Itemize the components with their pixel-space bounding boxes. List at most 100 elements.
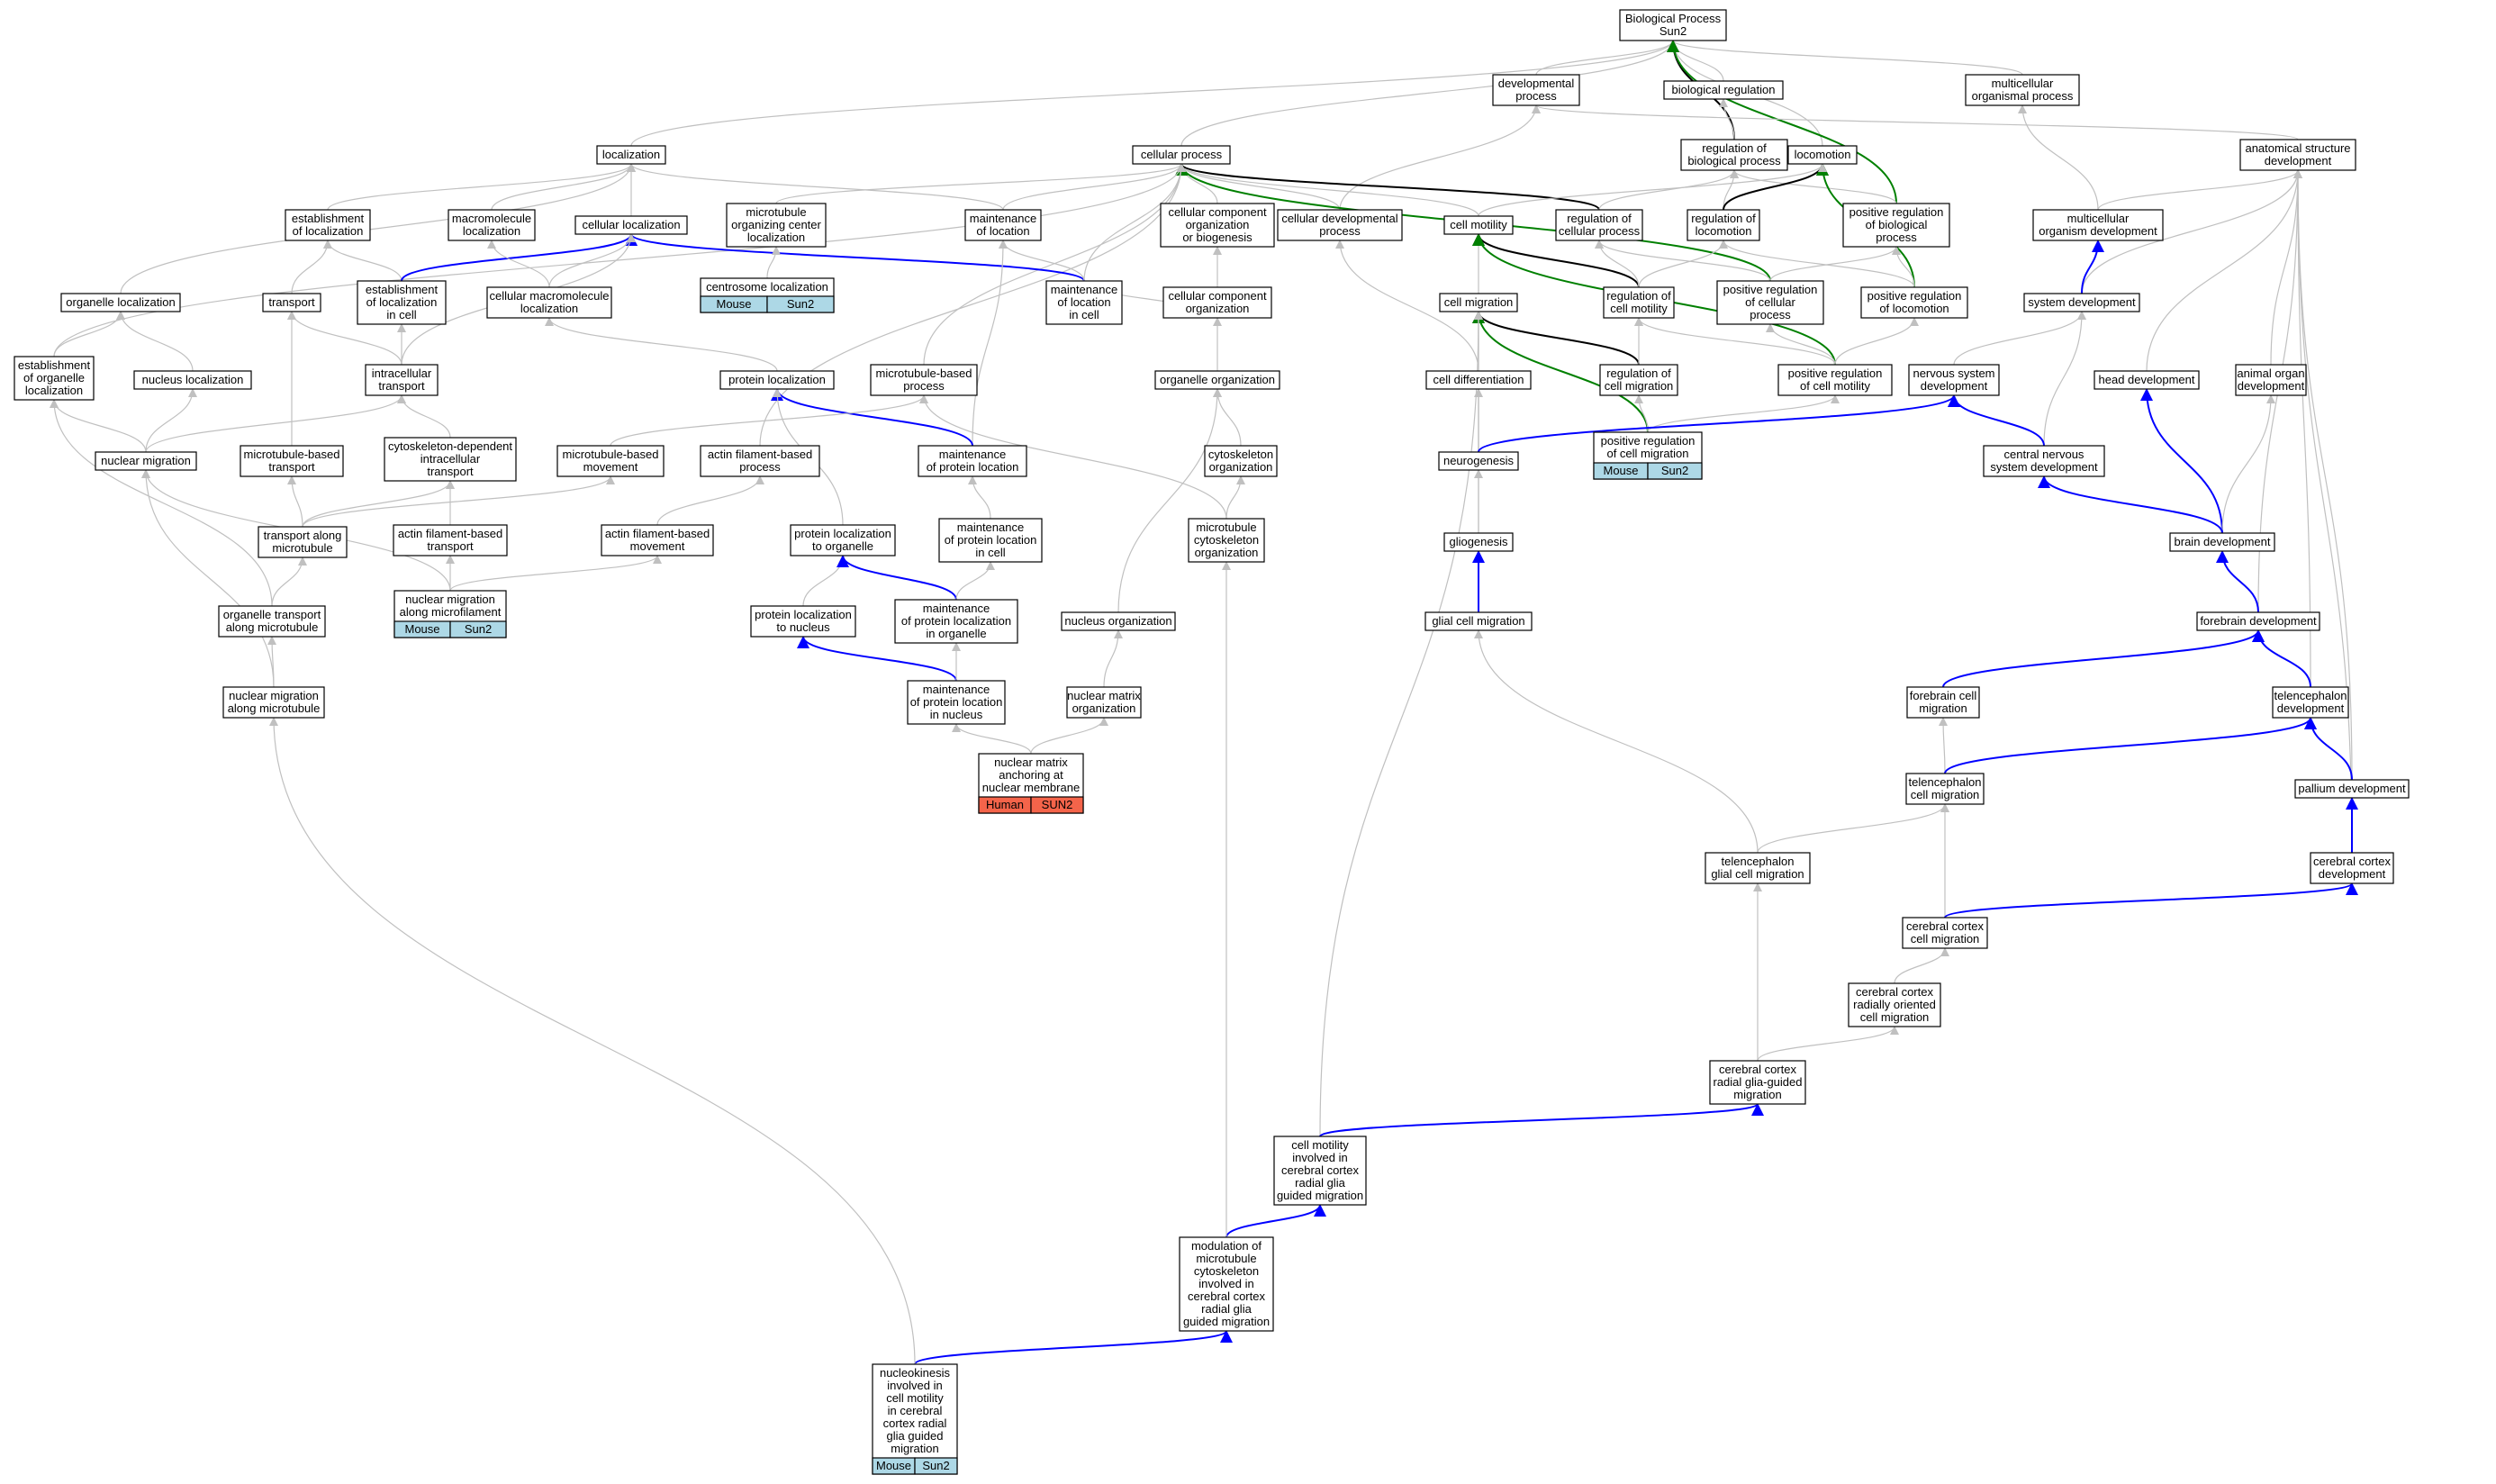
node-neurog[interactable]: neurogenesis [1438, 451, 1519, 471]
node-box-aodev [2235, 364, 2307, 396]
node-loc[interactable]: localization [596, 145, 666, 165]
edge-aodev-to-asd [2270, 169, 2302, 366]
node-box-ccdev [2310, 852, 2394, 884]
node-orgorg[interactable]: organelle organization [1154, 370, 1280, 390]
edge-nucleo-to-modmt [914, 1330, 1233, 1365]
edge-mainprotnuc-to-protnuc [797, 636, 957, 682]
node-nucmig[interactable]: nuclear migration [95, 451, 197, 471]
node-glio[interactable]: gliogenesis [1443, 532, 1514, 552]
node-modmt[interactable]: modulation ofmicrotubulecytoskeletoninvo… [1179, 1236, 1274, 1332]
node-box-teldev [2272, 686, 2349, 719]
node-cellloc[interactable]: cellular localization [574, 215, 688, 235]
node-palldev[interactable]: pallium development [2294, 779, 2410, 799]
node-box-headdev [2094, 370, 2200, 390]
node-cytodep[interactable]: cytoskeleton-dependentintracellulartrans… [384, 437, 517, 482]
node-orgloc[interactable]: organelle localization [60, 293, 181, 312]
node-label-line: gliogenesis [1449, 535, 1508, 548]
node-label-line: Sun2 [1659, 24, 1687, 38]
node-sysdev[interactable]: system development [2023, 293, 2140, 312]
edge-orgtrans-to-estorg [50, 399, 273, 607]
node-celldiff[interactable]: cell differentiation [1425, 370, 1532, 390]
node-nucloc[interactable]: nucleus localization [133, 370, 252, 390]
node-transport[interactable]: transport [262, 293, 321, 312]
node-protloc[interactable]: protein localization [719, 370, 835, 390]
node-label-line: establishment [292, 212, 365, 225]
node-cellmot[interactable]: cell motility [1443, 215, 1514, 235]
node-nucorg[interactable]: nucleus organization [1061, 611, 1176, 631]
node-box-cellmig [1439, 293, 1518, 312]
node-fbdev[interactable]: forebrain development [2196, 611, 2320, 631]
node-bioreg[interactable]: biological regulation [1663, 80, 1784, 100]
node-glialmig[interactable]: glial cell migration [1424, 611, 1533, 631]
node-headdev[interactable]: head development [2094, 370, 2200, 390]
node-cellmig[interactable]: cell migration [1439, 293, 1518, 312]
node-cellproc[interactable]: cellular process [1132, 145, 1231, 165]
node-locomotion[interactable]: locomotion [1787, 145, 1858, 165]
node-braindev[interactable]: brain development [2169, 532, 2275, 552]
species-label: Mouse [404, 622, 439, 636]
node-box-cytoorg [1204, 445, 1278, 477]
